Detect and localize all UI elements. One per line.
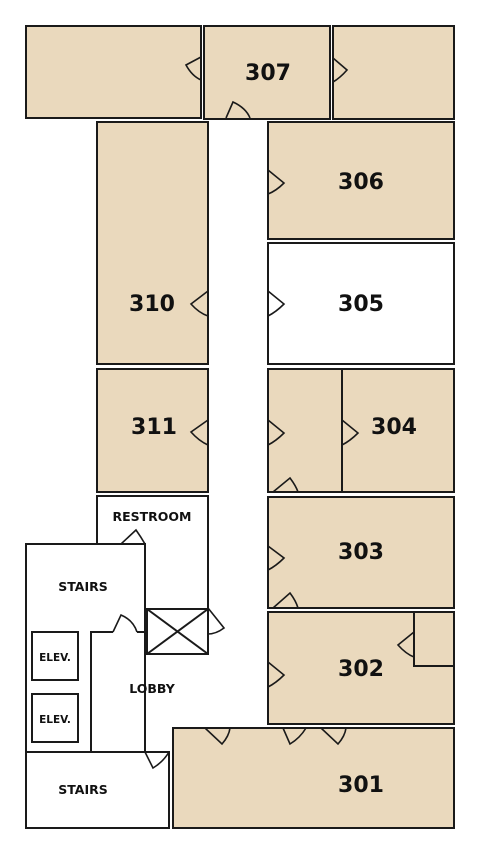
room-301[interactable] — [172, 727, 455, 829]
door-icon — [282, 727, 307, 746]
door-icon — [341, 419, 360, 446]
door-icon — [396, 631, 415, 658]
door-icon — [144, 751, 170, 770]
room-304a[interactable] — [267, 368, 343, 493]
door-icon — [204, 727, 231, 746]
room-311-number: 311 — [131, 415, 177, 440]
door-icon — [267, 419, 286, 446]
door-icon — [267, 661, 286, 688]
lobby-wall-left — [90, 631, 113, 752]
door-icon — [320, 727, 347, 746]
lobby-label: LOBBY — [129, 681, 176, 696]
stairs-lower[interactable] — [25, 751, 170, 829]
room-304[interactable] — [341, 368, 455, 493]
stairs-upper-label: STAIRS — [58, 579, 108, 594]
room-307-number: 307 — [245, 61, 291, 86]
door-icon — [112, 613, 138, 633]
elevator-2[interactable] — [31, 693, 79, 743]
door-icon — [184, 56, 202, 81]
door-icon — [332, 57, 349, 83]
room-310-number: 310 — [129, 292, 175, 317]
room-302-number: 302 — [338, 657, 384, 682]
door-icon — [189, 419, 209, 446]
door-icon — [272, 476, 299, 493]
room-307[interactable] — [203, 25, 331, 120]
door-icon — [189, 290, 209, 317]
door-icon — [120, 528, 146, 545]
door-icon — [267, 545, 286, 571]
stairs-lower-label: STAIRS — [58, 782, 108, 797]
elevator-1-label: ELEV. — [39, 652, 71, 664]
door-icon — [272, 591, 299, 609]
room-306[interactable] — [267, 121, 455, 240]
room-311[interactable] — [96, 368, 209, 493]
door-icon — [207, 607, 226, 635]
elevator-2-label: ELEV. — [39, 714, 71, 726]
room-302-closet[interactable] — [413, 611, 455, 667]
room-top-left[interactable] — [25, 25, 202, 119]
door-icon — [267, 290, 286, 317]
shaft-cross-b — [146, 608, 209, 655]
door-swings — [112, 56, 415, 770]
room-305-number: 305 — [338, 292, 384, 317]
shaft — [146, 608, 209, 655]
room-306-number: 306 — [338, 170, 384, 195]
room-303[interactable] — [267, 496, 455, 609]
room-303-number: 303 — [338, 540, 384, 565]
room-top-right[interactable] — [332, 25, 455, 120]
elevator-1[interactable] — [31, 631, 79, 681]
room-304-number: 304 — [371, 415, 417, 440]
room-310[interactable] — [96, 121, 209, 365]
door-icon — [267, 169, 286, 195]
room-301-number: 301 — [338, 773, 384, 798]
door-icon — [225, 100, 251, 119]
room-305[interactable] — [267, 242, 455, 365]
restroom-label: RESTROOM — [112, 509, 191, 524]
